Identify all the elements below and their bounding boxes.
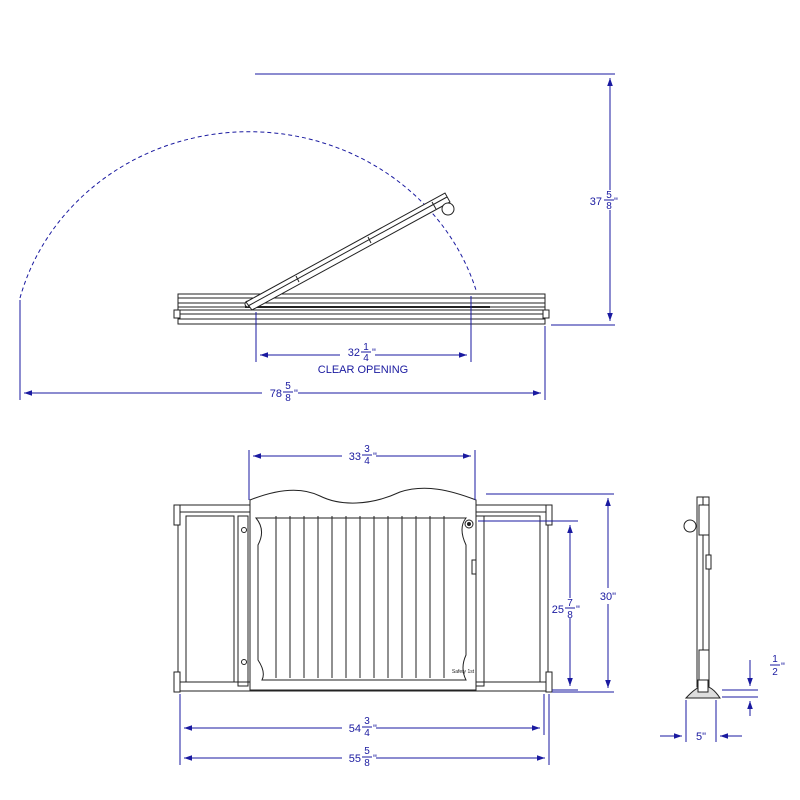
gate-height-dimension: 25 7 8 " (478, 520, 580, 691)
side-view: 1 2 " 5" (660, 496, 785, 743)
swing-width-den: 8 (285, 393, 291, 404)
gate-width-den: 4 (364, 456, 370, 467)
clear-opening-dimension: 32 1 4 " CLEAR OPENING (255, 296, 472, 376)
depth-dimension: 5" (660, 700, 742, 743)
depth-label: 5" (696, 731, 706, 743)
top-height-dimension: 37 5 8 " (255, 73, 618, 326)
clearance-dimension: 1 2 " (722, 654, 785, 716)
min-width-unit: " (373, 723, 377, 735)
front-height-label: 30" (600, 591, 616, 603)
open-gate-panel (245, 192, 455, 311)
top-rail (173, 293, 550, 325)
top-view: 37 5 8 " 32 1 4 " CLEAR OPENING 78 5 (19, 73, 618, 404)
swing-width-whole: 78 (270, 388, 282, 400)
top-height-num: 5 (606, 190, 612, 201)
clear-opening-den: 4 (363, 353, 369, 364)
gate-door (241, 487, 477, 691)
gate-width-dimension: 33 3 4 " (248, 444, 476, 500)
top-height-unit: " (614, 196, 618, 208)
gate-height-whole: 25 (552, 604, 564, 616)
front-view: Safety 1st 33 3 4 " 30" 25 (173, 444, 616, 769)
top-height-whole: 37 (590, 196, 602, 208)
max-width-unit: " (373, 753, 377, 765)
swing-width-num: 5 (285, 381, 291, 392)
brand-mark-logo: Safety 1st (452, 669, 475, 675)
clearance-unit: " (781, 661, 785, 673)
gate-height-num: 7 (567, 598, 573, 609)
max-width-whole: 55 (349, 753, 361, 765)
min-width-num: 3 (364, 716, 370, 727)
max-width-dimension: 55 5 8 " (184, 694, 550, 769)
clearance-den: 2 (772, 667, 778, 678)
gate-width-num: 3 (364, 444, 370, 455)
gate-width-whole: 33 (349, 451, 361, 463)
min-width-whole: 54 (349, 723, 361, 735)
front-height-dimension: 30" (486, 493, 616, 693)
swing-width-dimension: 78 5 8 " (19, 300, 546, 404)
clearance-num: 1 (772, 654, 778, 665)
min-width-dimension: 54 3 4 " (179, 694, 545, 765)
max-width-den: 8 (364, 758, 370, 769)
clear-opening-num: 1 (363, 342, 369, 353)
gate-width-unit: " (373, 451, 377, 463)
gate-height-den: 8 (567, 610, 573, 621)
top-height-den: 8 (606, 201, 612, 212)
clear-opening-label: CLEAR OPENING (318, 364, 408, 376)
max-width-num: 5 (364, 746, 370, 757)
clear-opening-whole: 32 (348, 347, 360, 359)
swing-width-unit: " (294, 388, 298, 400)
gate-height-unit: " (576, 604, 580, 616)
clear-opening-unit: " (372, 347, 376, 359)
min-width-den: 4 (364, 728, 370, 739)
side-profile (683, 496, 721, 699)
